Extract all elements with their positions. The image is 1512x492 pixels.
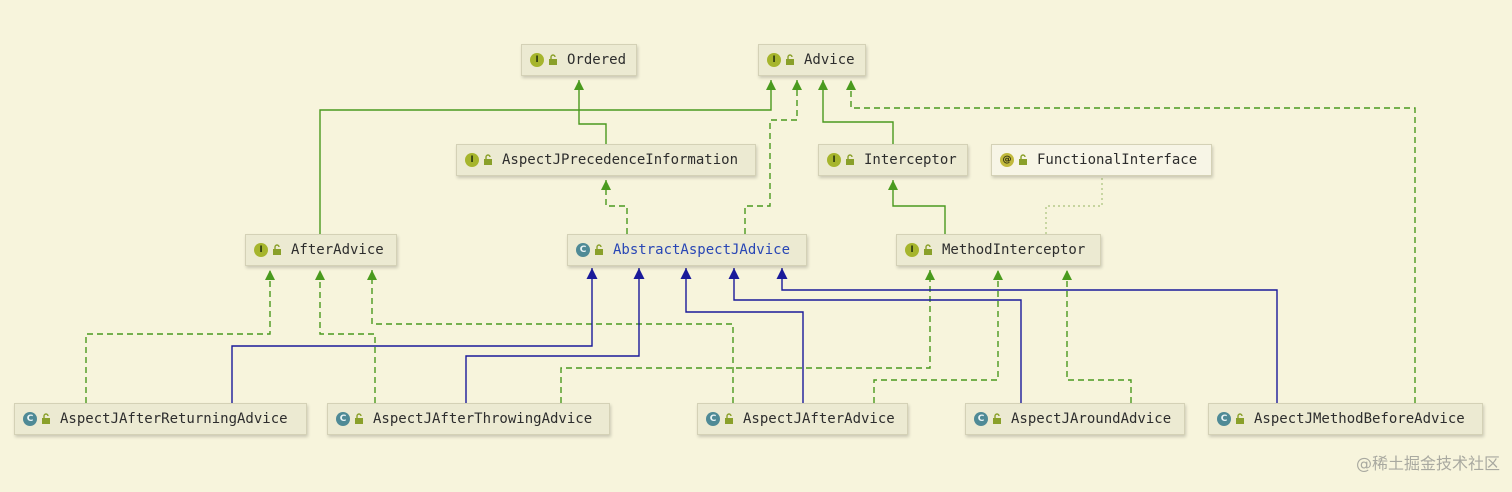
node-label: AbstractAspectJAdvice [613,242,791,258]
edge-afterthrowing-to-afteradvice [315,270,376,403]
lock-icon [1236,413,1244,424]
edge-afteradvice-to-advice [319,80,776,234]
class-icon: C [576,243,590,257]
node-label: FunctionalInterface [1037,152,1198,168]
edge-precedence-to-ordered [574,80,607,144]
node-label: MethodInterceptor [942,242,1086,258]
node-label: AspectJAfterReturningAdvice [60,411,288,427]
node-after-advice[interactable]: I AfterAdvice [245,234,397,266]
class-icon: C [706,412,720,426]
edge-abstract-to-advice [744,80,802,234]
class-icon: C [1217,412,1231,426]
edge-ajafter-to-methodinterceptor [873,270,1003,403]
lock-icon [1019,154,1027,165]
interface-icon: I [827,153,841,167]
node-abstract-aspectj-advice[interactable]: C AbstractAspectJAdvice [567,234,807,266]
edge-methodbefore-to-abstract [776,268,1278,403]
node-label: AspectJAroundAdvice [1011,411,1172,427]
edge-around-to-abstract [728,268,1022,403]
node-aspectj-after-throwing-advice[interactable]: C AspectJAfterThrowingAdvice [327,403,610,435]
interface-icon: I [905,243,919,257]
edge-afterthrowing-to-abstract [465,268,645,403]
node-aspectj-after-advice[interactable]: C AspectJAfterAdvice [697,403,908,435]
lock-icon [924,244,932,255]
edge-afterreturning-to-abstract [231,268,598,403]
class-icon: C [23,412,37,426]
edge-methodinterceptor-to-functional [1045,178,1103,234]
node-aspectj-precedence-information[interactable]: I AspectJPrecedenceInformation [456,144,756,176]
edge-abstract-to-precedence [601,180,628,234]
node-interceptor[interactable]: I Interceptor [818,144,968,176]
interface-icon: I [530,53,544,67]
node-label: Advice [804,52,855,68]
node-label: AspectJMethodBeforeAdvice [1254,411,1465,427]
node-functional-interface[interactable]: @ FunctionalInterface [991,144,1212,176]
edge-methodinterceptor-to-interceptor [888,180,946,234]
watermark: @稀土掘金技术社区 [1355,454,1500,473]
node-method-interceptor[interactable]: I MethodInterceptor [896,234,1101,266]
node-aspectj-method-before-advice[interactable]: C AspectJMethodBeforeAdvice [1208,403,1483,435]
interface-icon: I [254,243,268,257]
lock-icon [484,154,492,165]
edge-afterthrowing-to-methodinterceptor [560,270,935,403]
node-advice[interactable]: I Advice [758,44,866,76]
node-label: AspectJPrecedenceInformation [502,152,739,168]
lock-icon [42,413,50,424]
edge-methodbefore-to-advice [846,80,1416,403]
edge-ajafter-to-afteradvice [367,270,734,403]
lock-icon [595,244,603,255]
lock-icon [725,413,733,424]
lock-icon [355,413,363,424]
lock-icon [786,54,794,65]
node-label: Ordered [567,52,627,68]
lock-icon [273,244,281,255]
node-label: AspectJAfterAdvice [743,411,895,427]
node-label: AspectJAfterThrowingAdvice [373,411,593,427]
edge-around-to-methodinterceptor [1062,270,1132,403]
annotation-icon: @ [1000,153,1014,167]
lock-icon [549,54,557,65]
edge-interceptor-to-advice [818,80,894,144]
node-label: Interceptor [864,152,957,168]
interface-icon: I [465,153,479,167]
node-ordered[interactable]: I Ordered [521,44,637,76]
lock-icon [846,154,854,165]
class-icon: C [974,412,988,426]
class-icon: C [336,412,350,426]
edge-ajafter-to-abstract [680,268,804,403]
edge-afterreturning-to-afteradvice [85,270,275,403]
interface-icon: I [767,53,781,67]
node-aspectj-around-advice[interactable]: C AspectJAroundAdvice [965,403,1185,435]
node-label: AfterAdvice [291,242,384,258]
lock-icon [993,413,1001,424]
node-aspectj-after-returning-advice[interactable]: C AspectJAfterReturningAdvice [14,403,307,435]
